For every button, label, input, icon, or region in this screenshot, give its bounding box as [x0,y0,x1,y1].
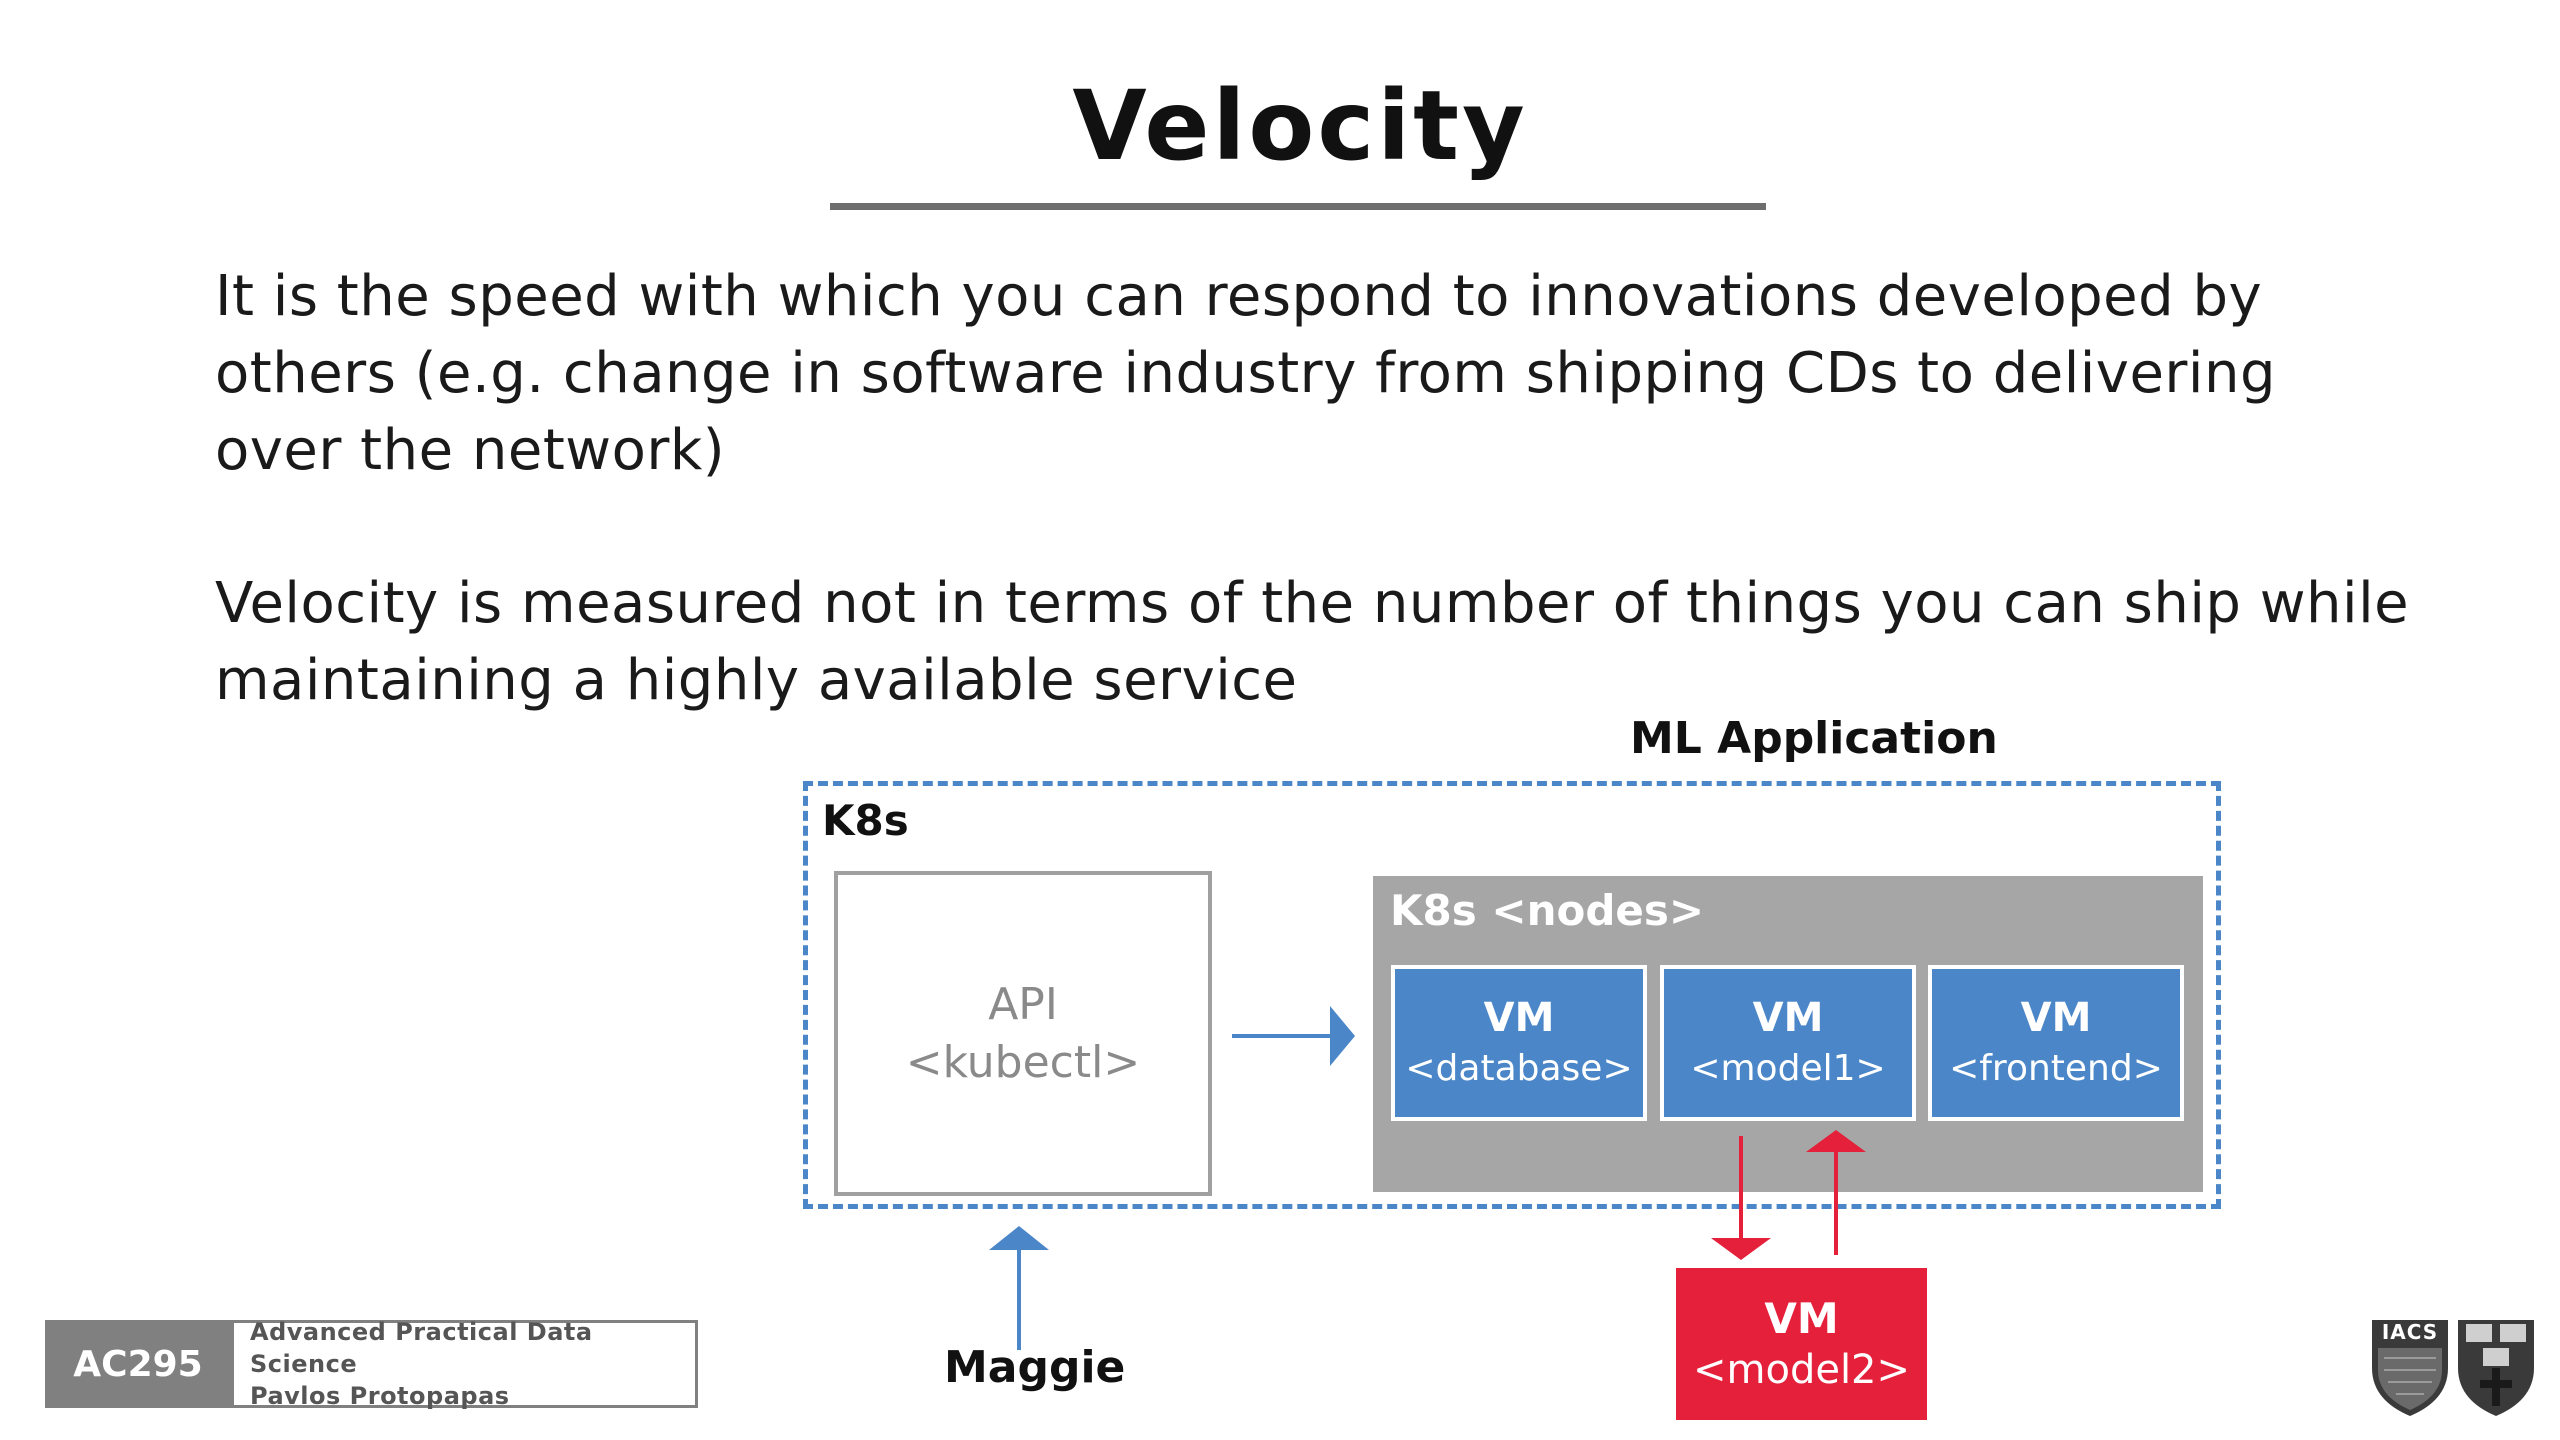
api-role: <kubectl> [905,1036,1141,1088]
vm-name: VM [2020,995,2092,1041]
vm-role: <model1> [1690,1048,1886,1089]
logo-text: IACS [2381,1320,2439,1344]
paragraph-definition: It is the speed with which you can respo… [215,264,2277,483]
vm-model1: VM <model1> [1660,965,1916,1121]
maggie-to-api-arrowhead [989,1226,1049,1250]
vm-role: <model2> [1692,1347,1911,1393]
model2-to-model1-arrowhead [1806,1130,1866,1152]
ml-application-label: ML Application [1630,713,1998,764]
vm-role: <frontend> [1949,1048,2163,1089]
vm-name: VM [1764,1294,1839,1343]
paragraph-measurement: Velocity is measured not in terms of the… [215,571,2410,713]
k8s-label: K8s [822,796,909,845]
slide-title: Velocity [1072,70,1528,182]
harvard-shield-icon [2456,1318,2536,1418]
vm-name: VM [1483,995,1555,1041]
vm-frontend: VM <frontend> [1928,965,2184,1121]
api-name: API [988,978,1058,1030]
course-name: Advanced Practical Data Science [250,1318,593,1378]
title-underline [830,203,1766,210]
iacs-shield-icon: IACS [2370,1318,2450,1418]
user-maggie-label: Maggie [944,1342,1126,1393]
k8s-nodes-label: K8s <nodes> [1390,886,1705,935]
vm-name: VM [1752,995,1824,1041]
vm-model2: VM <model2> [1676,1268,1927,1420]
instructor-name: Pavlos Protopapas [250,1382,510,1410]
k8s-cluster-boundary [803,781,2221,1209]
vm-database: VM <database> [1391,965,1647,1121]
api-to-nodes-arrowhead [1330,1006,1355,1066]
model1-to-model2-arrowhead [1711,1238,1771,1260]
api-box: API <kubectl> [834,871,1212,1196]
course-code-badge: AC295 [45,1320,231,1408]
vm-role: <database> [1405,1048,1633,1089]
course-info-box: Advanced Practical Data Science Pavlos P… [231,1318,698,1410]
